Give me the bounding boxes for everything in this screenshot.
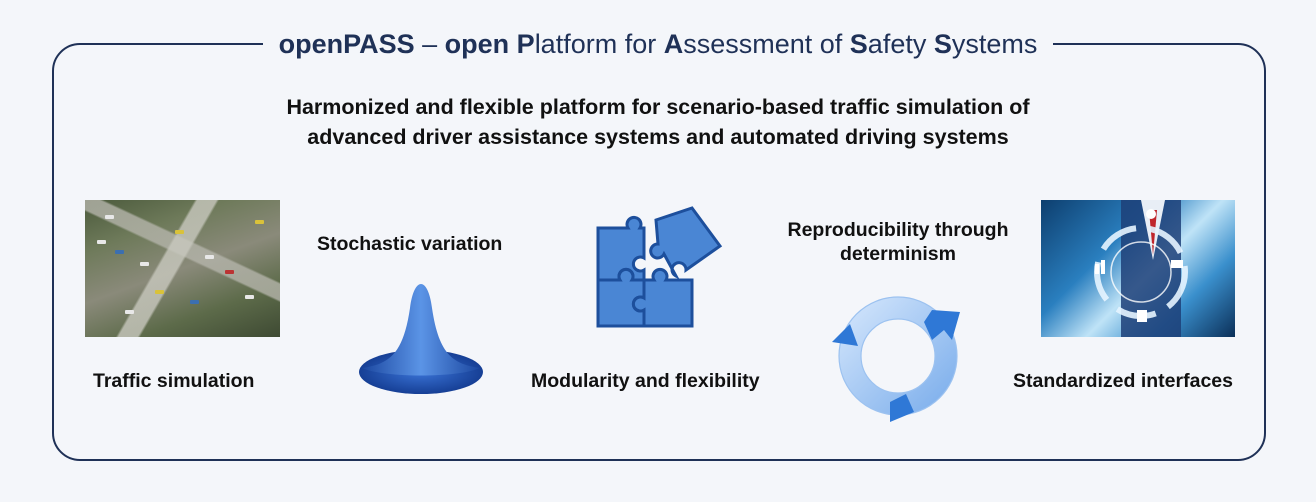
bell-curve-icon bbox=[359, 284, 483, 394]
interfaces-overlay-icon bbox=[1094, 200, 1188, 337]
subtitle: Harmonized and flexible platform for sce… bbox=[0, 92, 1316, 152]
traffic-intersection-image bbox=[85, 200, 280, 337]
label-reproducibility-line-2: determinism bbox=[840, 243, 956, 265]
subtitle-line-2: advanced driver assistance systems and a… bbox=[307, 125, 1009, 149]
puzzle-icon bbox=[596, 206, 723, 328]
interfaces-image bbox=[1041, 200, 1235, 337]
subtitle-line-1: Harmonized and flexible platform for sce… bbox=[286, 95, 1030, 119]
label-reproducibility: Reproducibility through determinism bbox=[768, 218, 1028, 266]
label-stochastic-variation: Stochastic variation bbox=[317, 233, 503, 255]
cycle-arrows-icon bbox=[832, 296, 960, 422]
label-standardized-interfaces: Standardized interfaces bbox=[1013, 370, 1233, 392]
label-reproducibility-line-1: Reproducibility through bbox=[787, 219, 1009, 241]
label-traffic-simulation: Traffic simulation bbox=[93, 370, 255, 392]
label-modularity: Modularity and flexibility bbox=[531, 370, 760, 392]
